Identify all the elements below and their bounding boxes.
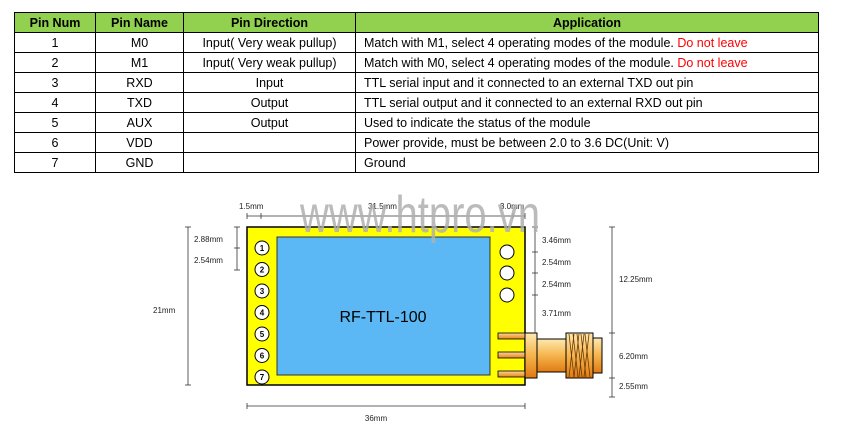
application-cell: TTL serial output and it connected to an… bbox=[355, 92, 819, 113]
dim-left-first-pin: 2.88mm bbox=[194, 235, 223, 244]
dim-total-width: 36mm bbox=[365, 414, 388, 423]
dim-connector-height: 6.20mm bbox=[619, 352, 648, 361]
application-text: Power provide, must be between 2.0 to 3.… bbox=[364, 135, 670, 150]
pin-name-cell: GND bbox=[95, 152, 184, 173]
pin-circle bbox=[254, 305, 270, 320]
pin-marker: 7 bbox=[254, 369, 270, 385]
pin-marker: 4 bbox=[254, 305, 270, 320]
pin-direction-cell: Input( Very weak pullup) bbox=[183, 52, 356, 73]
application-cell: Ground bbox=[355, 152, 819, 173]
application-text: Match with M0, select 4 operating modes … bbox=[364, 55, 678, 70]
application-cell: Match with M0, select 4 operating modes … bbox=[355, 52, 819, 73]
pin-number-label: 2 bbox=[260, 266, 265, 275]
sma-connector bbox=[497, 332, 603, 379]
right-hole bbox=[499, 244, 515, 260]
pin-number-label: 7 bbox=[260, 373, 265, 382]
pin-circle bbox=[254, 369, 270, 385]
pin-number-label: 4 bbox=[260, 309, 265, 318]
application-text: Used to indicate the status of the modul… bbox=[364, 115, 591, 130]
dim-right-pitch-1: 2.54mm bbox=[542, 258, 571, 267]
pin-direction-cell: Input( Very weak pullup) bbox=[183, 32, 356, 53]
warning-text: Do not leave bbox=[677, 35, 748, 50]
dim-right-pitch-2: 2.54mm bbox=[542, 280, 571, 289]
right-hole bbox=[499, 265, 515, 281]
pin-circle bbox=[254, 283, 270, 299]
dimension-lines bbox=[185, 213, 615, 409]
header-pin-num: Pin Num bbox=[14, 12, 96, 33]
application-cell: Used to indicate the status of the modul… bbox=[355, 112, 819, 133]
dim-right-upper-total: 12.25mm bbox=[619, 275, 653, 284]
table-header-row: Pin Num Pin Name Pin Direction Applicati… bbox=[14, 12, 819, 33]
watermark: www.htpro.vn bbox=[299, 186, 540, 244]
pin-name-cell: RXD bbox=[95, 72, 184, 93]
pin-direction-cell: Output bbox=[183, 92, 356, 113]
pin-marker: 2 bbox=[254, 262, 270, 277]
dim-bottom-margin: 2.55mm bbox=[619, 382, 648, 391]
application-text: TTL serial input and it connected to an … bbox=[364, 75, 694, 90]
pin-marker: 5 bbox=[254, 326, 270, 342]
dim-right-to-connector: 3.71mm bbox=[542, 309, 571, 318]
header-pin-name: Pin Name bbox=[95, 12, 184, 33]
dim-left-pin-pitch: 2.54mm bbox=[194, 256, 223, 265]
application-text: Match with M1, select 4 operating modes … bbox=[364, 35, 678, 50]
pin-number-label: 1 bbox=[260, 244, 265, 253]
dim-top-right: 3.0mm bbox=[500, 202, 525, 211]
dim-top-left: 1.5mm bbox=[239, 202, 264, 211]
display-screen bbox=[276, 236, 491, 376]
pin-circle bbox=[254, 326, 270, 342]
pin-number-label: 6 bbox=[260, 352, 265, 361]
application-text: Ground bbox=[364, 155, 406, 170]
right-hole bbox=[499, 287, 515, 303]
dim-right-top: 3.46mm bbox=[542, 236, 571, 245]
pin-marker: 3 bbox=[254, 283, 270, 299]
pin-circle bbox=[254, 240, 270, 256]
module-label: RF-TTL-100 bbox=[339, 309, 426, 326]
pin-marker: 6 bbox=[254, 348, 270, 363]
pin-marker: 1 bbox=[254, 240, 270, 256]
dim-total-height: 21mm bbox=[153, 306, 176, 315]
left-pin-group: 1 2 3 4 5 6 7 bbox=[254, 240, 270, 385]
dim-top-screen: 31.5mm bbox=[368, 202, 397, 211]
pin-table: Pin Num Pin Name Pin Direction Applicati… bbox=[14, 12, 819, 173]
application-cell: Power provide, must be between 2.0 to 3.… bbox=[355, 132, 819, 153]
warning-text: Do not leave bbox=[677, 55, 748, 70]
pin-number-label: 5 bbox=[260, 330, 265, 339]
pin-number-label: 3 bbox=[260, 287, 265, 296]
pin-circle bbox=[254, 348, 270, 363]
pin-circle bbox=[254, 262, 270, 277]
header-pin-direction: Pin Direction bbox=[183, 12, 356, 33]
application-text: TTL serial output and it connected to an… bbox=[364, 95, 703, 110]
